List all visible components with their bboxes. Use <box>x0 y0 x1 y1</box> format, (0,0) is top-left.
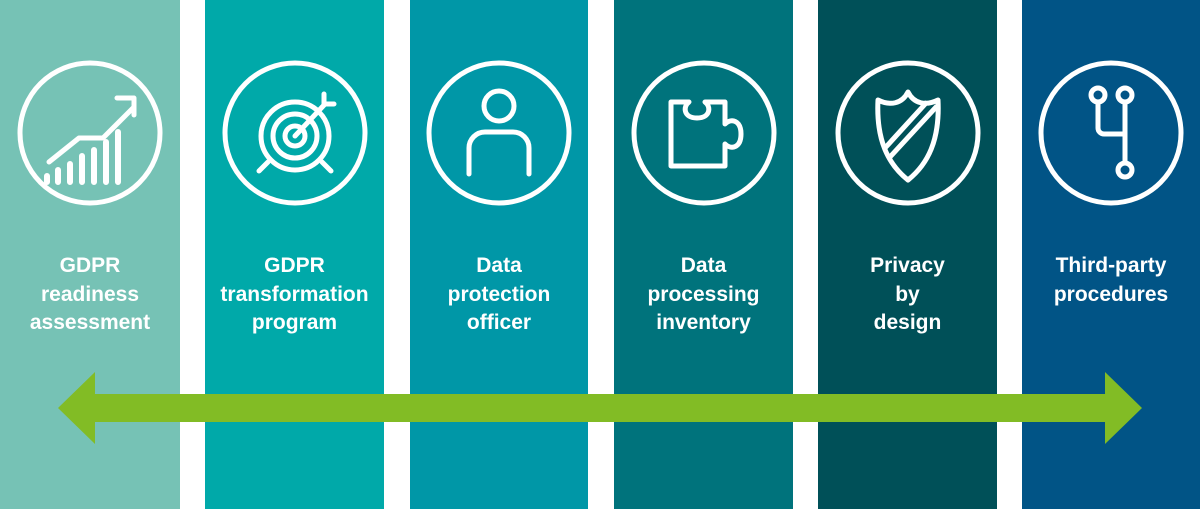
label-dpo: Data protection officer <box>404 252 594 338</box>
label-inventory: Data processing inventory <box>608 252 799 338</box>
label-line: protection <box>447 282 551 306</box>
puzzle-piece-icon <box>631 60 776 206</box>
column-dpo: Data protection officer <box>410 0 588 509</box>
label-line: procedures <box>1053 282 1169 306</box>
label-line: Data <box>476 254 522 277</box>
label-line: Data <box>680 254 727 277</box>
label-line: GDPR <box>59 254 121 277</box>
label-line: assessment <box>29 311 151 334</box>
shield-icon <box>835 60 980 206</box>
column-transformation: GDPR transformation program <box>205 0 384 509</box>
label-transformation: GDPR transformation program <box>199 252 390 338</box>
label-line: Privacy <box>870 254 945 277</box>
label-line: GDPR <box>264 254 325 277</box>
column-privacy: Privacy by design <box>818 0 997 509</box>
label-thirdparty: Third-party procedures <box>1016 252 1200 309</box>
label-readiness: GDPR readiness assessment <box>0 252 186 338</box>
growth-chart-icon <box>17 60 163 206</box>
column-inventory: Data processing inventory <box>614 0 793 509</box>
label-line: officer <box>466 311 532 334</box>
target-icon <box>222 60 367 206</box>
label-line: design <box>873 311 942 334</box>
label-line: processing <box>647 282 760 306</box>
label-privacy: Privacy by design <box>812 252 1003 338</box>
person-icon <box>426 60 572 206</box>
label-line: program <box>251 311 338 334</box>
label-line: readiness <box>40 282 140 306</box>
circuit-icon <box>1038 60 1184 206</box>
label-line: transformation <box>220 282 369 306</box>
label-line: by <box>895 282 920 306</box>
label-line: Third-party <box>1055 254 1167 277</box>
label-line: inventory <box>656 311 751 334</box>
